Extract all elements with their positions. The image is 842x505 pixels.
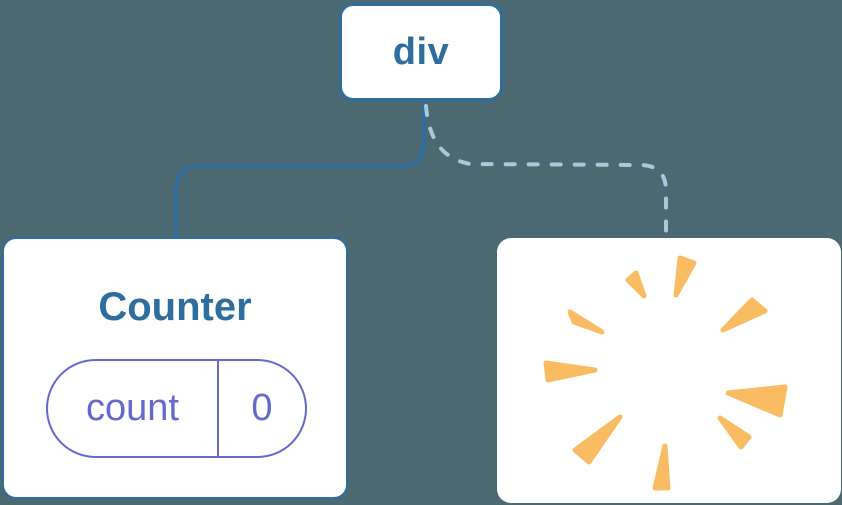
- poof-ray-bottom: [652, 443, 671, 491]
- poof-ray-right: [725, 384, 788, 418]
- state-value: 0: [217, 361, 305, 456]
- tree-node-div: div: [339, 3, 503, 101]
- poof-ray-lower-right: [717, 415, 752, 450]
- solid-connector-line: [174, 101, 426, 239]
- root-node-label: div: [392, 30, 450, 73]
- counter-node-title: Counter: [98, 285, 252, 329]
- tree-node-counter: Counter count 0: [2, 237, 348, 499]
- state-pill: count 0: [46, 359, 307, 458]
- poof-ray-lower-left: [572, 414, 623, 465]
- state-key-label: count: [86, 387, 179, 429]
- tree-node-removed: [497, 238, 841, 503]
- poof-ray-top-left: [625, 270, 647, 299]
- poof-burst-icon: [543, 255, 788, 491]
- poof-ray-top: [673, 255, 697, 298]
- poof-ray-left: [543, 360, 598, 383]
- dashed-connector-line: [424, 104, 668, 241]
- poof-ray-upper-left: [567, 309, 605, 335]
- poof-ray-upper-right: [720, 297, 768, 333]
